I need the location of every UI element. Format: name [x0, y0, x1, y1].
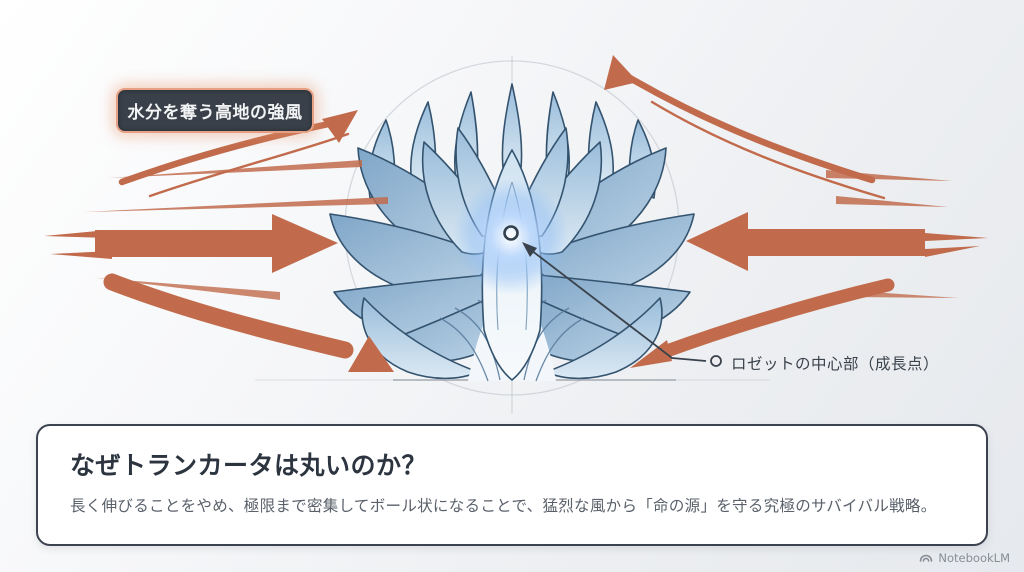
- notebooklm-swirl-icon: [919, 552, 933, 564]
- wind-label-badge: 水分を奪う高地の強風: [116, 88, 314, 133]
- card-body: 長く伸びることをやめ、極限まで密集してボール状になることで、猛烈な風から「命の源…: [70, 497, 937, 515]
- growth-point-marker: [503, 225, 519, 241]
- growth-point-glow: [453, 179, 569, 295]
- brand-footer: NotebookLM: [919, 551, 1010, 565]
- annotation-leader: [522, 242, 722, 367]
- card-title: なぜトランカータは丸いのか？: [70, 451, 428, 480]
- rosette-plant-illustration: [329, 83, 695, 382]
- explanation-card: なぜトランカータは丸いのか？ 長く伸びることをやめ、極限まで密集してボール状にな…: [36, 424, 988, 546]
- brand-name: NotebookLM: [938, 551, 1010, 565]
- wind-arrows: [44, 55, 988, 372]
- wind-label-text: 水分を奪う高地の強風: [127, 103, 303, 123]
- growth-point-label: ロゼットの中心部（成長点）: [731, 355, 940, 373]
